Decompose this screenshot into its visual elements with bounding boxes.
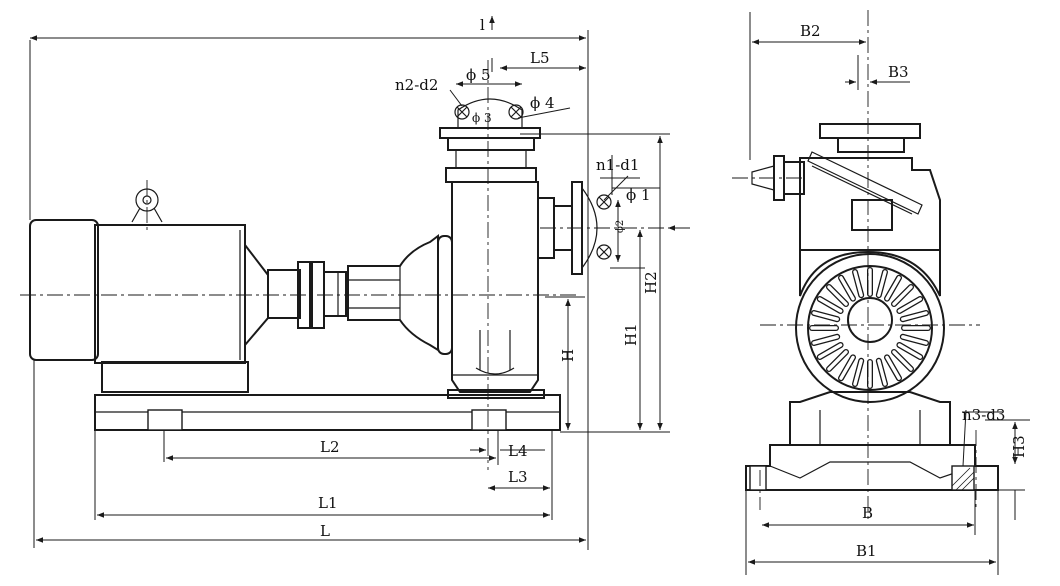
cooling-fin-inner [812,335,839,345]
cooling-fin-inner [827,350,848,371]
motor [29,180,269,364]
label-L4: L4 [508,442,528,460]
label-L2: L2 [320,438,340,456]
label-H1: H1 [622,323,640,346]
label-L5: L5 [530,49,550,67]
label-B: B [862,504,873,522]
dimension-labels: l L L1 L2 L3 L4 L5 ϕ 5 n2-d2 ϕ 4 ϕ 3 n1-… [318,16,1028,560]
label-L3: L3 [508,468,528,486]
cooling-fin-inner [853,270,863,297]
label-H: H [559,349,577,362]
label-H2: H2 [642,271,660,294]
label-B2: B2 [800,22,821,40]
bolt-hole-icon [596,244,612,260]
label-l: l [480,16,485,34]
label-B1: B1 [856,542,877,560]
label-phi3: ϕ 3 [472,111,492,125]
cooling-fin-inner [877,359,887,386]
cooling-fin-inner [812,311,839,321]
cooling-fin-inner [818,297,843,313]
side-view [20,16,690,550]
cooling-fin-inner [853,359,863,386]
bolt-hole-icon [508,104,524,120]
cooling-fin-inner [897,343,922,359]
label-n1d1: n1-d1 [596,156,639,174]
cooling-fin-inner [839,355,855,380]
label-n2d2: n2-d2 [395,76,438,94]
cooling-fin-inner [839,276,855,301]
cooling-fin-inner [885,276,901,301]
bearing-bracket [347,234,439,352]
cooling-fin-inner [892,285,913,306]
cooling-fin-inner [827,285,848,306]
coupling [267,261,347,329]
label-phi2: ϕ2 [615,220,626,233]
cooling-fin-inner [901,335,928,345]
label-L: L [320,522,330,540]
bolt-hole-icon [454,104,470,120]
cooling-fin-inner [877,270,887,297]
discharge-flange [819,123,921,139]
front-view [732,10,1030,575]
label-phi4: ϕ 4 [530,94,555,112]
bolt-hole-icon [596,194,612,210]
motor-end-shield [795,253,945,403]
base-frame [94,361,561,431]
label-n3d3: n3-d3 [962,406,1005,424]
cooling-fin-inner [818,343,843,359]
label-phi1: ϕ 1 [626,186,651,204]
cooling-fin-inner [901,311,928,321]
cooling-fin-inner [885,355,901,380]
pump-casing [437,98,612,393]
label-H3: H3 [1010,435,1028,458]
cooling-fins [809,267,931,389]
label-B3: B3 [888,63,909,81]
label-phi5: ϕ 5 [466,66,491,84]
cooling-fin-inner [892,350,913,371]
cooling-fin-inner [897,297,922,313]
label-L1: L1 [318,494,338,512]
